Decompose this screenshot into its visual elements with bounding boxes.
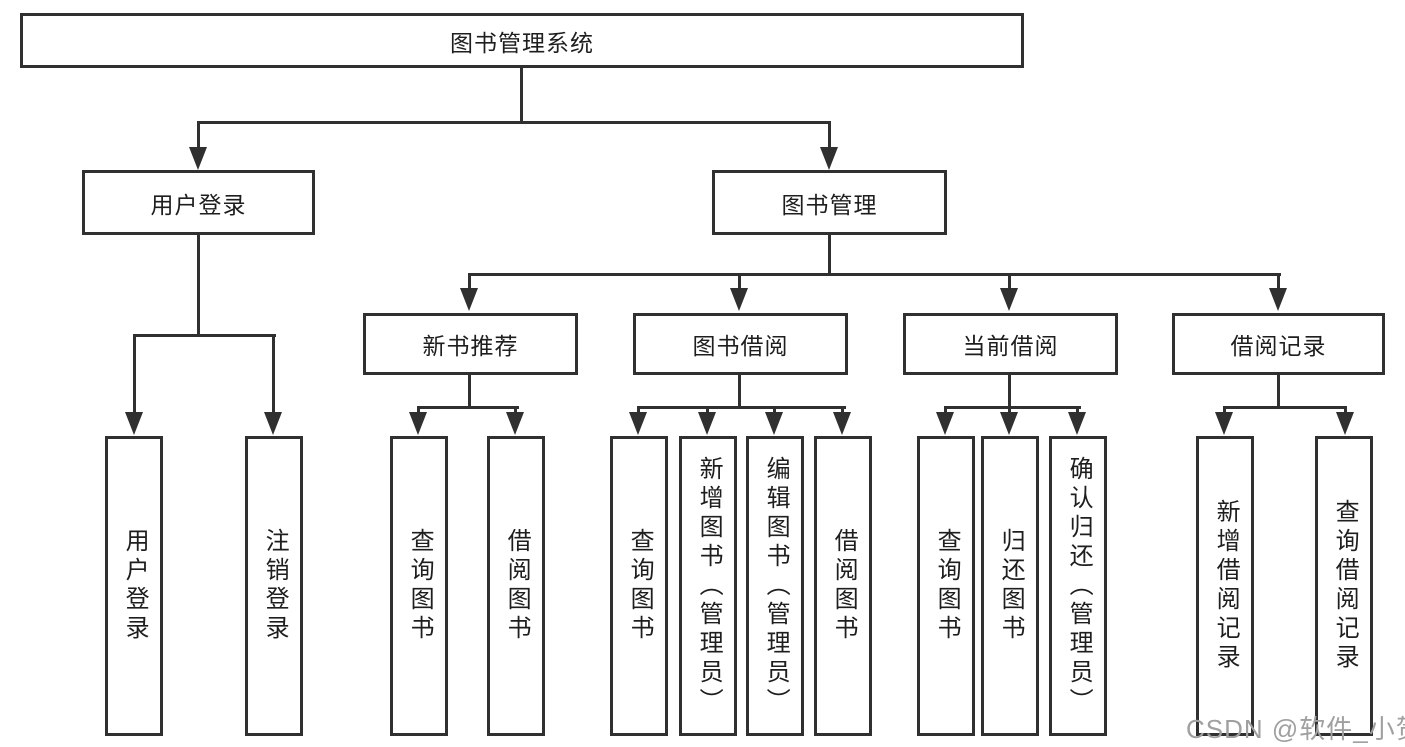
arrow-down-icon <box>506 412 524 435</box>
leaf-confirm-return-admin: 确认归还（管理员） <box>1049 436 1107 736</box>
connector-line <box>706 406 709 415</box>
arrow-down-icon <box>1269 288 1287 311</box>
connector-line <box>1008 375 1011 409</box>
node-current-borrowing: 当前借阅 <box>903 313 1118 375</box>
arrow-down-icon <box>1068 412 1086 435</box>
leaf-add-borrow-record: 新增借阅记录 <box>1196 436 1254 736</box>
arrow-down-icon <box>820 147 838 170</box>
arrow-down-icon <box>1000 288 1018 311</box>
connector-line <box>133 334 136 414</box>
connector-line <box>520 68 523 124</box>
connector-line <box>1076 406 1079 415</box>
connector-line <box>637 406 846 409</box>
connector-line <box>944 406 947 415</box>
connector-line <box>417 406 519 409</box>
connector-line <box>1344 406 1347 415</box>
arrow-down-icon <box>409 412 427 435</box>
arrow-down-icon <box>936 412 954 435</box>
leaf-logout-login: 注销登录 <box>245 436 303 736</box>
leaf-query-borrow-record: 查询借阅记录 <box>1315 436 1373 736</box>
connector-line <box>738 273 741 290</box>
connector-line <box>272 334 275 414</box>
arrow-down-icon <box>698 412 716 435</box>
arrow-down-icon <box>1215 412 1233 435</box>
leaf-edit-books-admin: 编辑图书（管理员） <box>746 436 804 736</box>
arrow-down-icon <box>833 412 851 435</box>
connector-line <box>417 406 420 415</box>
connector-line <box>841 406 844 415</box>
connector-line <box>738 375 741 409</box>
connector-line <box>828 121 831 149</box>
connector-line <box>773 406 776 415</box>
leaf-query-books-recommend: 查询图书 <box>390 436 448 736</box>
connector-line <box>468 273 471 290</box>
connector-line <box>197 235 200 337</box>
leaf-return-books: 归还图书 <box>981 436 1039 736</box>
connector-line <box>1223 406 1226 415</box>
connector-line <box>1008 406 1011 415</box>
connector-line <box>1223 406 1347 409</box>
leaf-query-books-borrow: 查询图书 <box>610 436 668 736</box>
watermark-csdn: CSDN @软件_小贺同学 <box>1186 714 1405 744</box>
arrow-down-icon <box>730 288 748 311</box>
leaf-user-login: 用户登录 <box>105 436 163 736</box>
arrow-down-icon <box>1000 412 1018 435</box>
connector-line <box>944 406 1081 409</box>
connector-line <box>1277 375 1280 409</box>
arrow-down-icon <box>264 412 282 435</box>
arrow-down-icon <box>460 288 478 311</box>
connector-line <box>197 121 200 149</box>
leaf-borrow-books: 借阅图书 <box>814 436 872 736</box>
leaf-borrow-books-recommend: 借阅图书 <box>487 436 545 736</box>
connector-line <box>1277 273 1280 290</box>
connector-line <box>637 406 640 415</box>
connector-line <box>468 273 1281 276</box>
arrow-down-icon <box>629 412 647 435</box>
arrow-down-icon <box>1336 412 1354 435</box>
connector-line <box>828 235 831 276</box>
leaf-query-books-current: 查询图书 <box>917 436 975 736</box>
arrow-down-icon <box>125 412 143 435</box>
arrow-down-icon <box>765 412 783 435</box>
node-library-management-system: 图书管理系统 <box>20 13 1024 68</box>
node-book-borrowing: 图书借阅 <box>633 313 848 375</box>
connector-line <box>133 334 276 337</box>
connector-line <box>197 121 831 124</box>
node-user-login: 用户登录 <box>82 170 315 235</box>
arrow-down-icon <box>189 147 207 170</box>
leaf-add-books-admin: 新增图书（管理员） <box>679 436 737 736</box>
connector-line <box>514 406 517 415</box>
node-book-management: 图书管理 <box>712 170 947 235</box>
connector-line <box>1008 273 1011 290</box>
connector-line <box>468 375 471 409</box>
node-new-book-recommendation: 新书推荐 <box>363 313 578 375</box>
node-borrowing-records: 借阅记录 <box>1172 313 1385 375</box>
